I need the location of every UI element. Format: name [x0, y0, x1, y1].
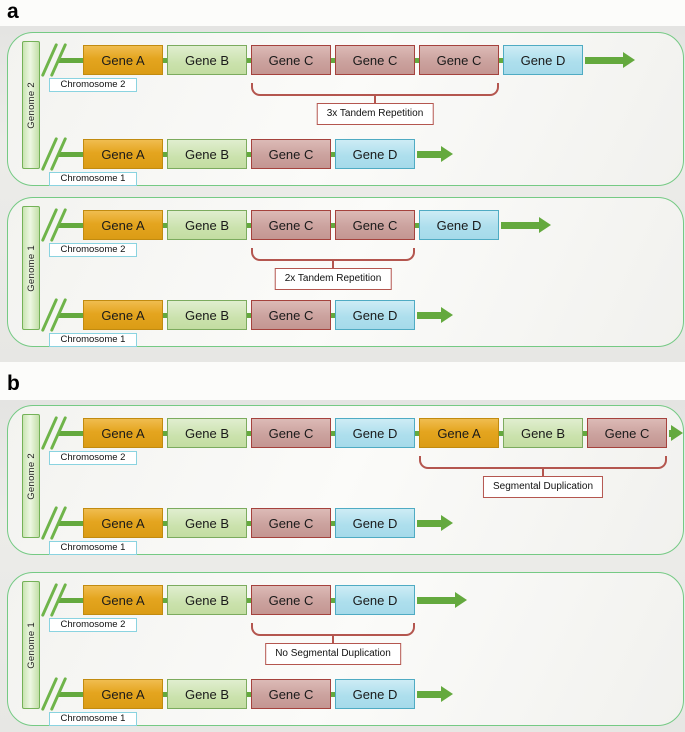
- gene-box: Gene B: [167, 508, 247, 538]
- gene-box: Gene C: [251, 139, 331, 169]
- genome-label: Genome 2: [22, 414, 40, 538]
- gene-box: Gene B: [167, 585, 247, 615]
- arrow-shaft: [417, 690, 442, 698]
- gene-box: Gene C: [587, 418, 667, 448]
- chromosome-label: Chromosome 2: [49, 78, 137, 92]
- gene-box: Gene C: [335, 210, 415, 240]
- chromosome-direction-arrow-icon: [417, 146, 453, 162]
- gene-box: Gene C: [251, 508, 331, 538]
- genome-label-text: Genome 1: [25, 244, 37, 292]
- chromosome-direction-arrow-icon: [417, 515, 453, 531]
- chromosome-label: Chromosome 2: [49, 618, 137, 632]
- chromosome-label: Chromosome 2: [49, 243, 137, 257]
- chromosome-label: Chromosome 1: [49, 712, 137, 726]
- gene-box: Gene A: [419, 418, 499, 448]
- genome-label: Genome 1: [22, 206, 40, 330]
- genome-label-text: Genome 1: [25, 621, 37, 669]
- arrow-shaft: [417, 150, 442, 158]
- arrow-head-icon: [441, 307, 453, 323]
- arrow-shaft: [417, 311, 442, 319]
- gene-box: Gene D: [419, 210, 499, 240]
- arrow-shaft: [669, 429, 672, 437]
- annotation-label: 2x Tandem Repetition: [274, 268, 392, 290]
- genome-label-text: Genome 2: [25, 81, 37, 129]
- gene-box: Gene A: [83, 585, 163, 615]
- gene-box: Gene C: [251, 45, 331, 75]
- genome-label: Genome 2: [22, 41, 40, 169]
- gene-box: Gene C: [251, 585, 331, 615]
- gene-box: Gene A: [83, 210, 163, 240]
- chromosome-label: Chromosome 1: [49, 541, 137, 555]
- gene-box: Gene C: [251, 418, 331, 448]
- annotation-label: No Segmental Duplication: [265, 643, 401, 665]
- gene-box: Gene A: [83, 139, 163, 169]
- gene-box: Gene B: [167, 45, 247, 75]
- arrow-head-icon: [455, 592, 467, 608]
- arrow-shaft: [417, 519, 442, 527]
- arrow-head-icon: [623, 52, 635, 68]
- chromosome-label: Chromosome 2: [49, 451, 137, 465]
- bracket-stem: [332, 635, 334, 643]
- gene-box: Gene B: [167, 679, 247, 709]
- annotation-label: Segmental Duplication: [482, 476, 604, 498]
- annotation-label: 3x Tandem Repetition: [316, 103, 434, 125]
- arrow-head-icon: [671, 425, 683, 441]
- chromosome-direction-arrow-icon: [585, 52, 635, 68]
- gene-box: Gene A: [83, 508, 163, 538]
- gene-box: Gene A: [83, 300, 163, 330]
- gene-box: Gene B: [167, 300, 247, 330]
- arrow-shaft: [585, 56, 624, 64]
- gene-box: Gene C: [251, 679, 331, 709]
- gene-box: Gene D: [335, 418, 415, 448]
- panel-letter: a: [7, 0, 19, 23]
- chromosome-direction-arrow-icon: [417, 686, 453, 702]
- arrow-shaft: [417, 596, 456, 604]
- chromosome-direction-arrow-icon: [501, 217, 551, 233]
- gene-box: Gene B: [167, 139, 247, 169]
- gene-box: Gene D: [335, 300, 415, 330]
- gene-box: Gene C: [251, 300, 331, 330]
- chromosome-label: Chromosome 1: [49, 172, 137, 186]
- arrow-head-icon: [441, 146, 453, 162]
- gene-box: Gene D: [335, 585, 415, 615]
- panel-letter: b: [7, 372, 20, 395]
- gene-box: Gene A: [83, 418, 163, 448]
- bracket-stem: [374, 95, 376, 103]
- arrow-shaft: [501, 221, 540, 229]
- gene-box: Gene B: [167, 210, 247, 240]
- gene-box: Gene D: [335, 679, 415, 709]
- gene-box: Gene B: [167, 418, 247, 448]
- arrow-head-icon: [539, 217, 551, 233]
- gene-box: Gene A: [83, 45, 163, 75]
- gene-box: Gene A: [83, 679, 163, 709]
- gene-box: Gene C: [335, 45, 415, 75]
- gene-box: Gene D: [335, 139, 415, 169]
- arrow-head-icon: [441, 515, 453, 531]
- genome-label: Genome 1: [22, 581, 40, 709]
- bracket-stem: [332, 260, 334, 268]
- gene-box: Gene D: [335, 508, 415, 538]
- chromosome-label: Chromosome 1: [49, 333, 137, 347]
- chromosome-direction-arrow-icon: [417, 592, 467, 608]
- arrow-head-icon: [441, 686, 453, 702]
- gene-box: Gene C: [419, 45, 499, 75]
- bracket-stem: [542, 468, 544, 476]
- genome-label-text: Genome 2: [25, 452, 37, 500]
- gene-box: Gene D: [503, 45, 583, 75]
- gene-box: Gene C: [251, 210, 331, 240]
- chromosome-direction-arrow-icon: [417, 307, 453, 323]
- gene-box: Gene B: [503, 418, 583, 448]
- chromosome-direction-arrow-icon: [669, 425, 683, 441]
